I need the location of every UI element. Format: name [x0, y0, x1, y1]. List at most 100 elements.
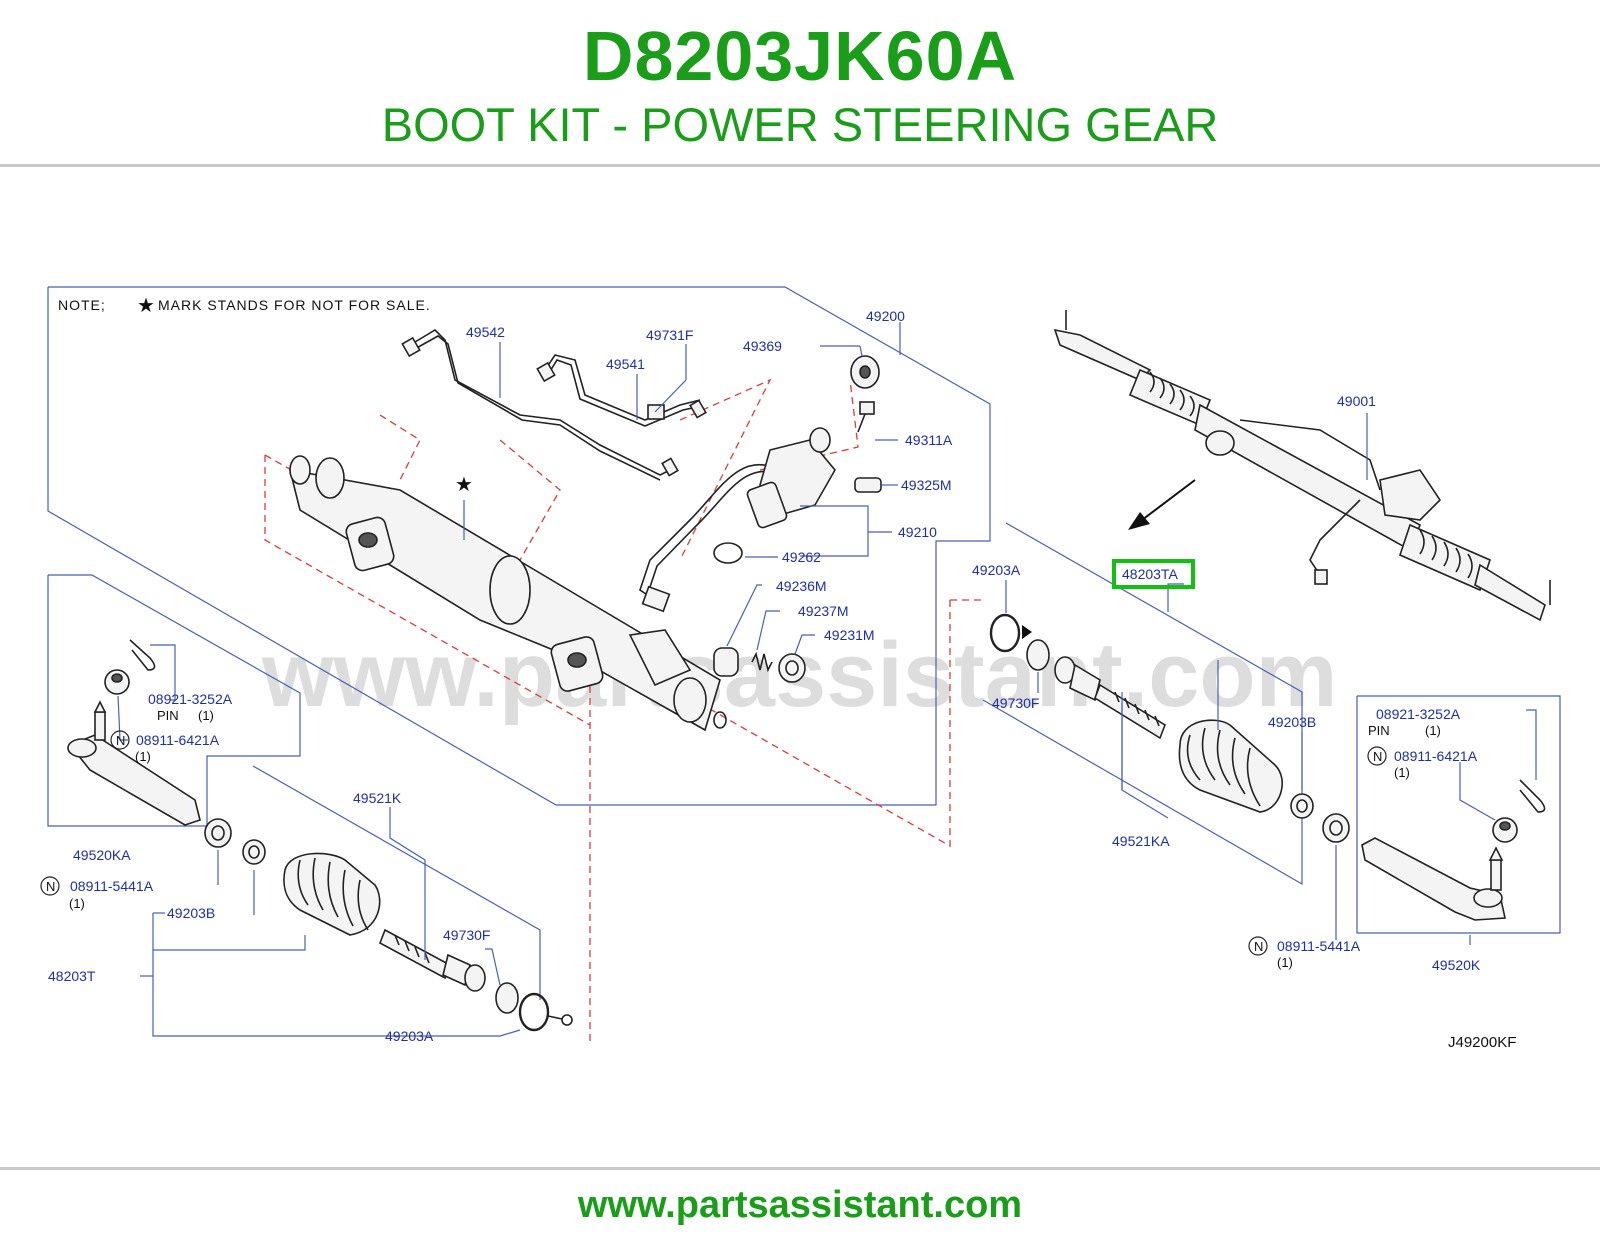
label-qty-pin-right: (1) — [1425, 723, 1441, 738]
n-marker-icon — [110, 730, 130, 750]
n-marker-label: N — [1373, 749, 1382, 764]
dashed-guide — [679, 378, 772, 561]
dashed-guide — [759, 379, 859, 471]
direction-arrow — [1128, 479, 1196, 530]
label-49541: 49541 — [606, 356, 645, 372]
n-marker-icon — [1248, 936, 1268, 956]
washer-49730F-right — [1026, 639, 1050, 671]
label-49325M: 49325M — [901, 477, 952, 493]
not-for-sale-star: ★ — [137, 295, 156, 317]
hydraulic-line-49542 — [401, 328, 679, 481]
label-qty-6421-left: (1) — [135, 749, 151, 764]
clamp-49203B-left — [242, 839, 266, 865]
label-48203TA: 48203TA — [1122, 566, 1178, 582]
boot-clamp-49203A-right — [989, 613, 1032, 653]
n-marker-icon — [1367, 746, 1387, 766]
label-08911-5441A-right: 08911-5441A — [1277, 938, 1361, 954]
label-49236M: 49236M — [776, 578, 827, 594]
label-08921-3252A-left: 08921-3252A — [148, 691, 233, 707]
label-08911-6421A-left: 08911-6421A — [136, 732, 220, 748]
label-qty-pin-left: (1) — [198, 708, 214, 723]
steering-rack-assembly-49001 — [1053, 310, 1551, 622]
boot-clamp-49203A-left — [518, 992, 573, 1032]
leader-lines — [117, 322, 1537, 1037]
n-marker-label: N — [1254, 939, 1263, 954]
label-pin-left: PIN — [157, 708, 179, 723]
washer-49730F-left — [495, 982, 519, 1014]
dashed-guide — [379, 414, 421, 481]
left-kit-frame — [252, 765, 541, 1000]
plug-49325M — [854, 477, 882, 493]
label-49231M: 49231M — [824, 627, 875, 643]
seal-49369 — [850, 355, 880, 389]
label-pin-right: PIN — [1368, 723, 1390, 738]
label-49520KA: 49520KA — [73, 847, 131, 863]
inner-tie-rod-left — [379, 928, 486, 992]
label-qty-5441-right: (1) — [1277, 955, 1293, 970]
cotter-pin-left — [129, 639, 156, 671]
locknut-right — [1322, 813, 1350, 843]
left-tie-rod-frame — [47, 574, 301, 827]
valve-body-49210 — [639, 427, 836, 613]
part-number-title: D8203JK60A — [582, 17, 1018, 95]
label-49369: 49369 — [743, 338, 782, 354]
bolt-49311A — [857, 401, 875, 433]
hydraulic-line-49541 — [536, 354, 707, 427]
footer-divider — [0, 1167, 1600, 1170]
label-49262: 49262 — [782, 549, 821, 565]
label-49203A-left: 49203A — [385, 1028, 434, 1044]
o-ring-49262 — [713, 542, 743, 564]
inner-tie-rod-right — [1054, 656, 1166, 740]
not-for-sale-star: ★ — [455, 474, 474, 496]
label-qty-5441-left: (1) — [69, 896, 85, 911]
diagram-code: J49200KF — [1448, 1034, 1516, 1051]
label-49237M: 49237M — [798, 603, 849, 619]
footer-url[interactable]: www.partsassistant.com — [577, 1184, 1023, 1226]
castle-nut-right — [1492, 817, 1518, 843]
label-08921-3252A-right: 08921-3252A — [1376, 706, 1461, 722]
label-08911-6421A-right: 08911-6421A — [1394, 748, 1478, 764]
castle-nut-left — [104, 669, 130, 695]
clamp-49203B-right — [1290, 793, 1314, 819]
cotter-pin-right — [1519, 779, 1546, 813]
page-header: D8203JK60A BOOT KIT - POWER STEERING GEA… — [0, 0, 1600, 168]
yoke-49236M — [713, 647, 739, 677]
label-49731F: 49731F — [646, 327, 693, 343]
label-49521KA: 49521KA — [1112, 833, 1170, 849]
outer-tie-rod-end-49520KA — [67, 700, 201, 826]
label-49203B-right: 49203B — [1268, 714, 1316, 730]
label-49730F-right: 49730F — [992, 695, 1039, 711]
label-49521K: 49521K — [353, 790, 402, 806]
label-49210: 49210 — [898, 524, 937, 540]
note-label: NOTE; — [58, 297, 106, 313]
outer-tie-rod-end-49520K — [1361, 837, 1506, 921]
spring-49237M — [751, 651, 773, 673]
dashed-guide — [499, 439, 561, 561]
main-group-frame — [47, 286, 991, 806]
rack-boot-left — [283, 852, 381, 936]
label-49200: 49200 — [866, 308, 905, 324]
label-49520K: 49520K — [1432, 957, 1481, 973]
n-marker-label: N — [116, 733, 125, 748]
header-divider — [0, 164, 1600, 167]
steering-gear-housing — [288, 455, 727, 732]
label-48203T: 48203T — [48, 968, 96, 984]
highlighted-part-48203TA: 48203TA — [1112, 559, 1195, 589]
right-tie-rod-frame — [1356, 695, 1561, 934]
rack-boot-right — [1178, 719, 1284, 813]
label-08911-5441A-left: 08911-5441A — [70, 878, 154, 894]
label-qty-6421-right: (1) — [1394, 765, 1410, 780]
label-49542: 49542 — [466, 324, 505, 340]
label-49001: 49001 — [1337, 393, 1376, 409]
note-text: MARK STANDS FOR NOT FOR SALE. — [158, 297, 431, 313]
n-marker-label: N — [46, 879, 55, 894]
n-marker-icon — [40, 876, 60, 896]
locknut-left — [204, 818, 232, 848]
dashed-guide — [264, 455, 591, 1045]
part-description: BOOT KIT - POWER STEERING GEAR — [381, 98, 1219, 151]
label-49203B-left: 49203B — [167, 905, 215, 921]
label-49203A-right: 49203A — [972, 562, 1021, 578]
label-49311A: 49311A — [905, 432, 953, 448]
label-49730F-left: 49730F — [443, 927, 490, 943]
